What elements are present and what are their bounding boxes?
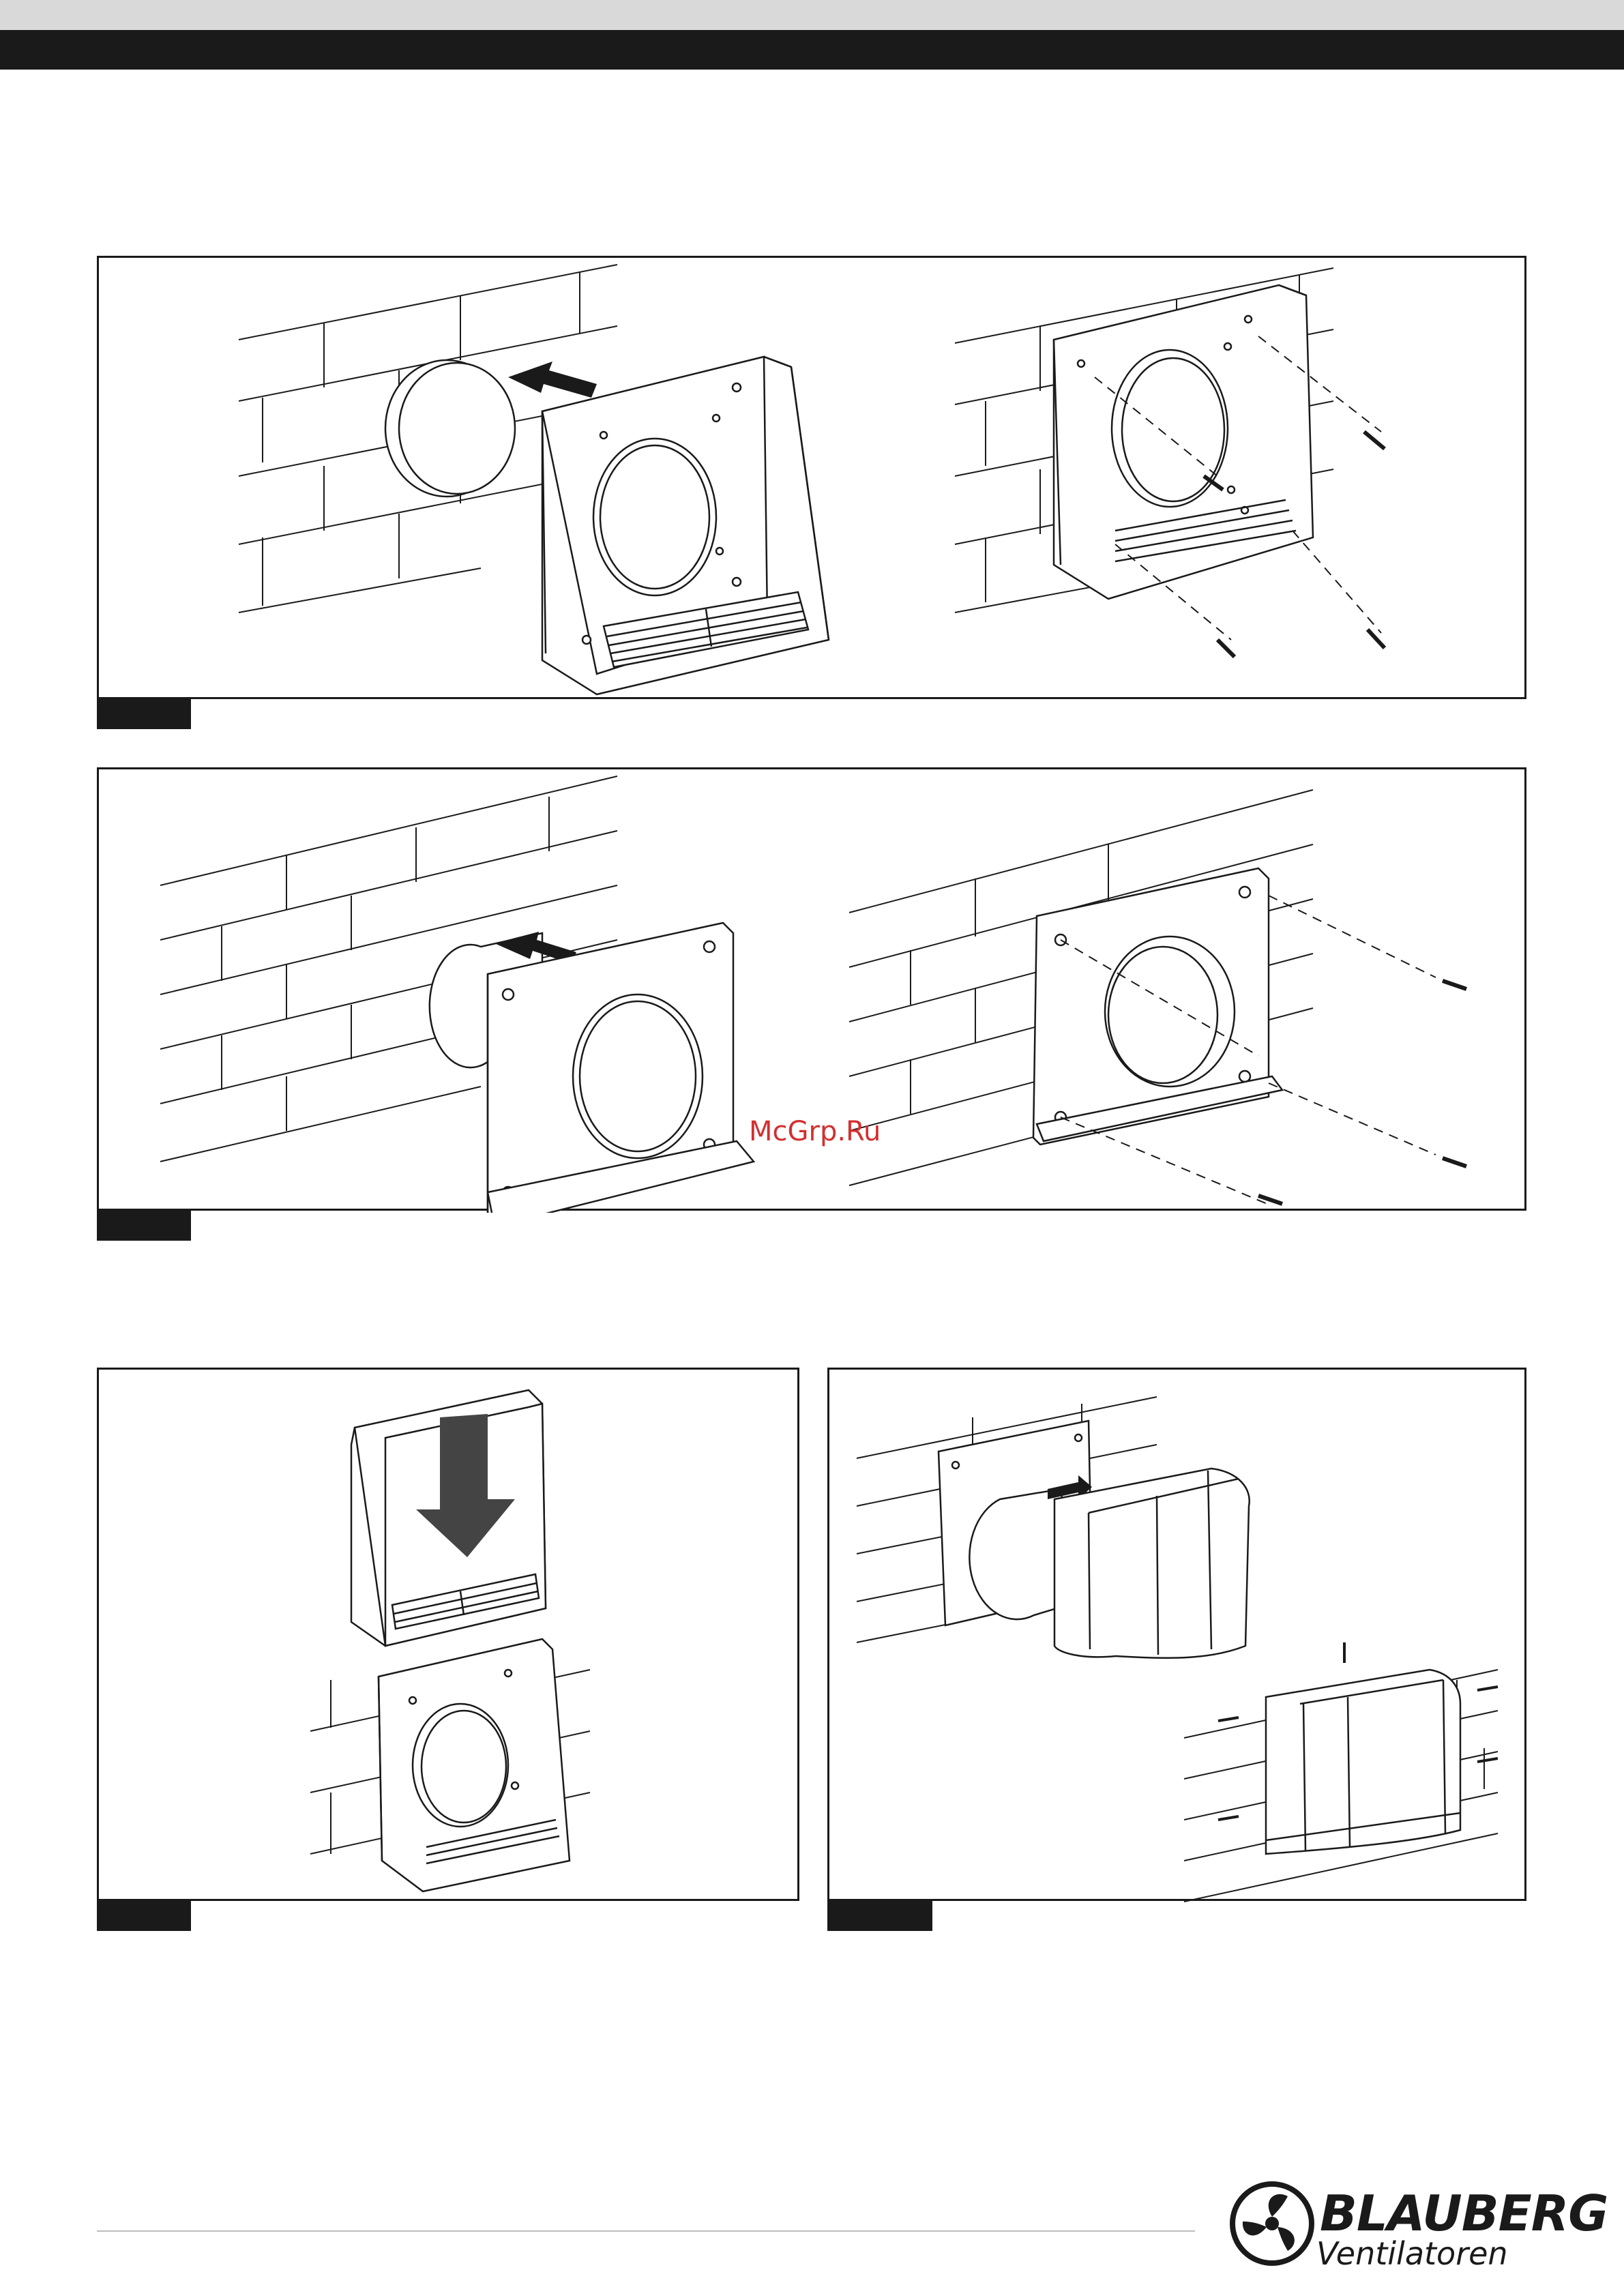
brand-logo: BLAUBERG Ventilatoren <box>1228 2179 1514 2271</box>
hood-top <box>351 1390 546 1646</box>
footer-divider <box>97 2230 1195 2232</box>
figure-1-illustration <box>99 258 1529 701</box>
figure-3-illustration <box>99 1370 801 1903</box>
box-hood <box>1054 1469 1250 1658</box>
fan-logo-icon <box>1228 2179 1316 2268</box>
brand-subtitle: Ventilatoren <box>1316 2235 1508 2272</box>
brand-name: BLAUBERG <box>1320 2185 1608 2242</box>
weather-hood-front <box>542 357 829 694</box>
box-hood-mounted <box>1266 1670 1460 1854</box>
mounting-plate <box>488 923 754 1213</box>
watermark: McGrp.Ru <box>749 1116 881 1147</box>
weather-hood-mounted <box>379 1639 570 1891</box>
figure-panel-3 <box>97 1368 799 1901</box>
figure-panel-4 <box>827 1368 1526 1901</box>
mounting-plate-mounted <box>1033 868 1282 1145</box>
header-strip <box>0 0 1624 30</box>
figure-tag-1 <box>97 699 191 729</box>
figure-tag-3 <box>97 1901 191 1931</box>
header-band <box>0 30 1624 70</box>
figure-tag-2 <box>97 1211 191 1241</box>
figure-panel-1 <box>97 256 1526 699</box>
weather-hood-mounted <box>1054 285 1313 599</box>
figure-tag-4 <box>827 1901 932 1931</box>
arrow-icon <box>508 362 597 398</box>
figure-4-illustration <box>829 1370 1529 1903</box>
